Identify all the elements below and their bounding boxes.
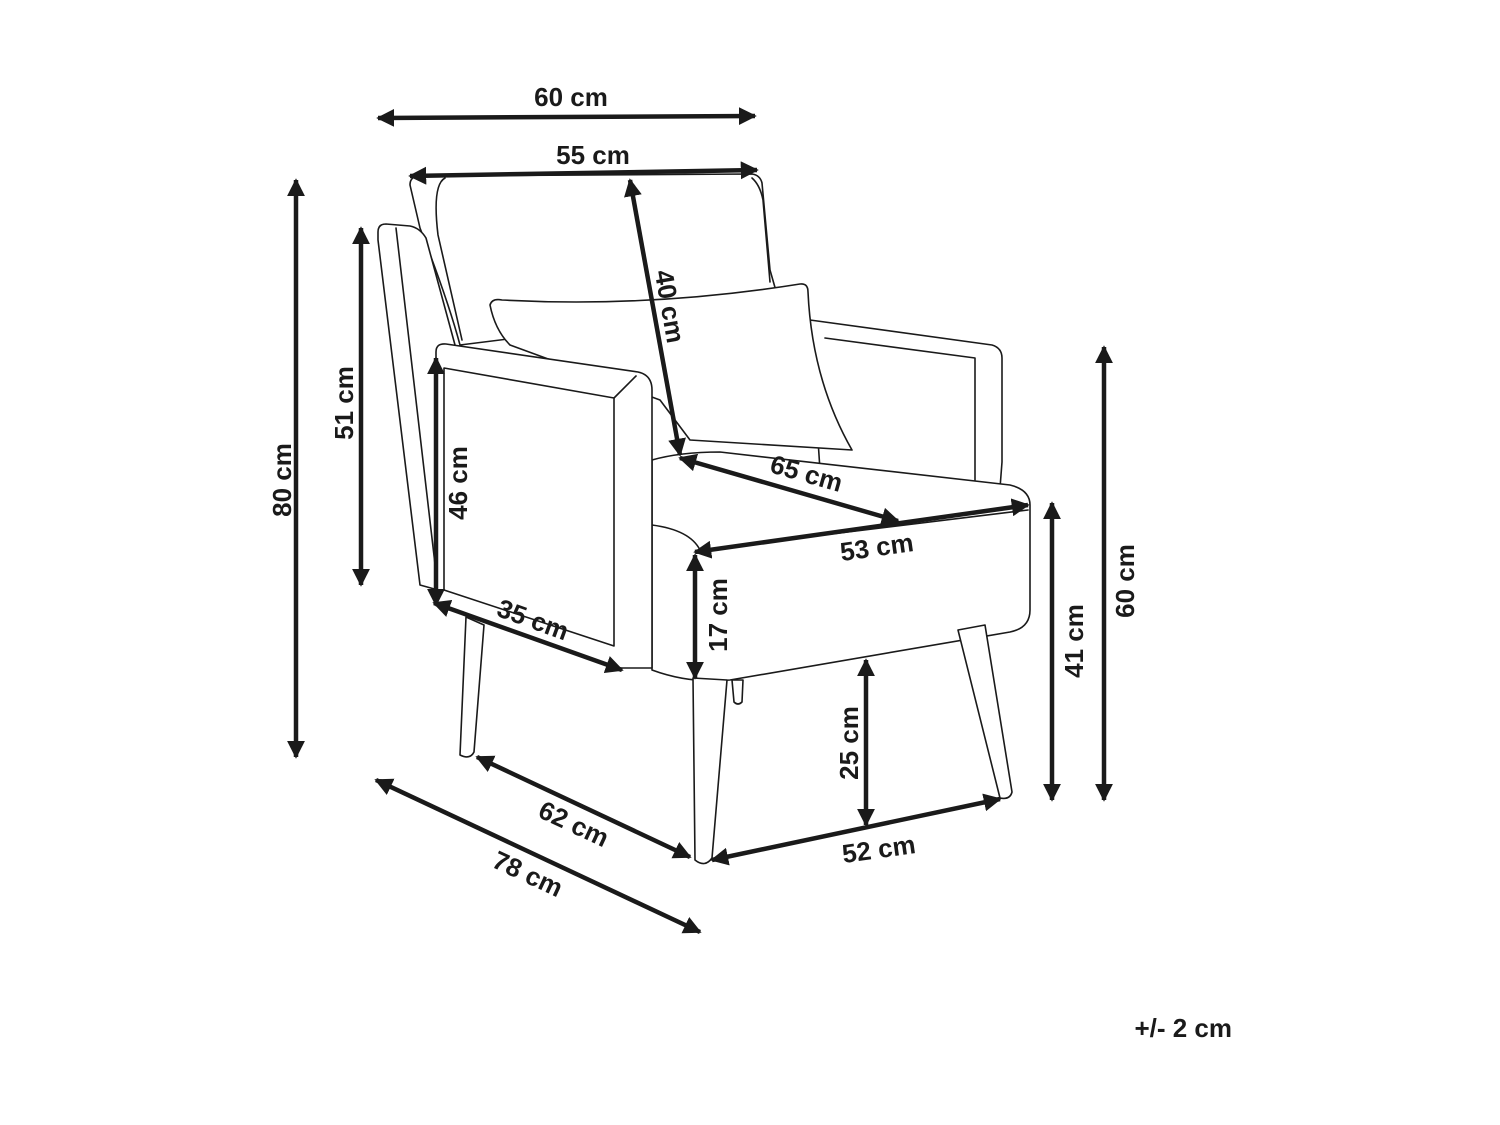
label-leg-height: 25 cm	[834, 706, 864, 780]
label-seat-height: 41 cm	[1059, 604, 1089, 678]
dimension-arrows	[287, 107, 1113, 935]
label-leg-width: 52 cm	[840, 829, 917, 869]
arrow-seat-width	[693, 498, 1030, 559]
arrow-top-width-outer	[376, 107, 757, 127]
arrow-leg-width	[710, 793, 1002, 866]
arrow-arm-depth	[432, 599, 624, 674]
arrow-backrest-height	[624, 178, 686, 457]
label-arm-top-height: 60 cm	[1110, 544, 1140, 618]
arrow-total-depth	[374, 777, 702, 935]
label-top-width-inner: 55 cm	[556, 140, 630, 170]
label-total-height: 80 cm	[267, 443, 297, 517]
label-seat-thickness: 17 cm	[703, 578, 733, 652]
arrow-top-width-inner	[408, 161, 759, 185]
label-arm-height-outer: 51 cm	[329, 366, 359, 440]
right-armrest	[809, 319, 1003, 489]
label-top-width-outer: 60 cm	[534, 82, 608, 112]
tolerance-note: +/- 2 cm	[1134, 1013, 1232, 1043]
label-arm-height-inner: 46 cm	[443, 446, 473, 520]
